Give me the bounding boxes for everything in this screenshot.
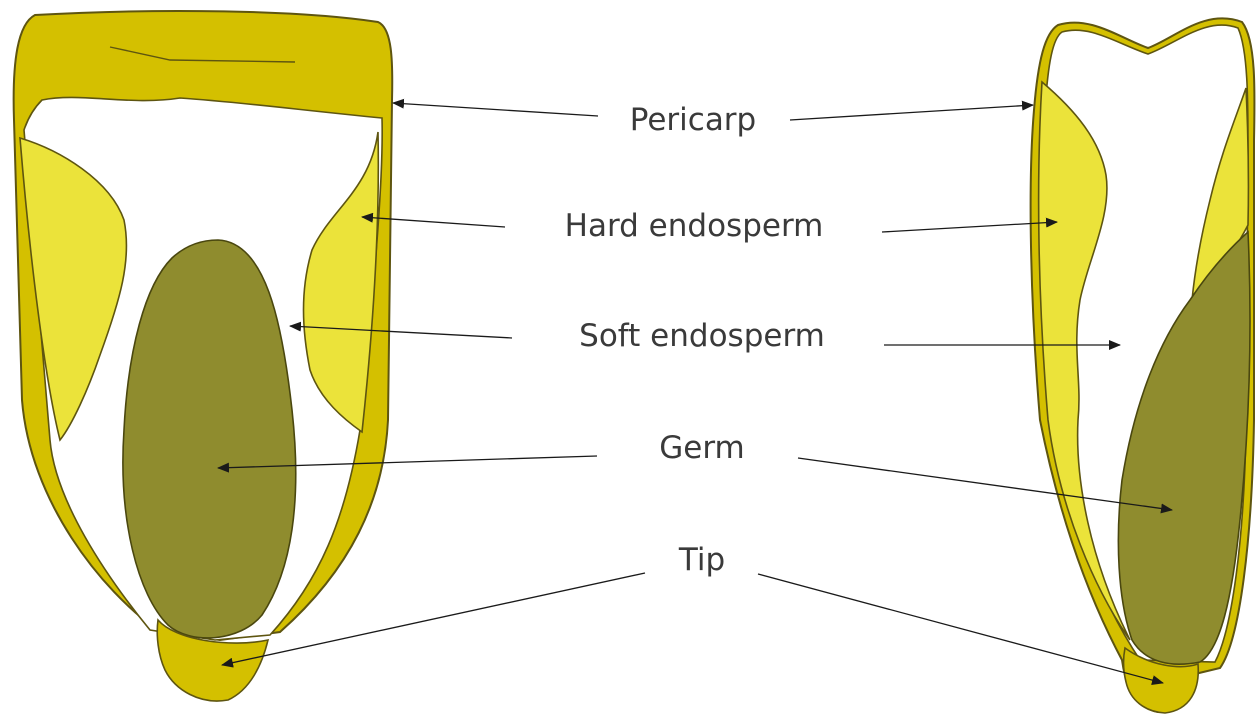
- label-tip: Tip: [678, 542, 725, 578]
- label-pericarp: Pericarp: [630, 102, 756, 138]
- label-hard-endosperm: Hard endosperm: [565, 208, 824, 244]
- label-germ: Germ: [659, 430, 745, 466]
- kernel-side-view: [1031, 18, 1255, 713]
- kernel-front-view: [14, 11, 393, 701]
- arrow-pericarp-left: [393, 103, 598, 116]
- germ-left: [123, 240, 296, 638]
- label-soft-endosperm: Soft endosperm: [579, 318, 825, 354]
- part-labels: Pericarp Hard endosperm Soft endosperm G…: [565, 102, 825, 578]
- arrow-pericarp-right: [790, 105, 1033, 120]
